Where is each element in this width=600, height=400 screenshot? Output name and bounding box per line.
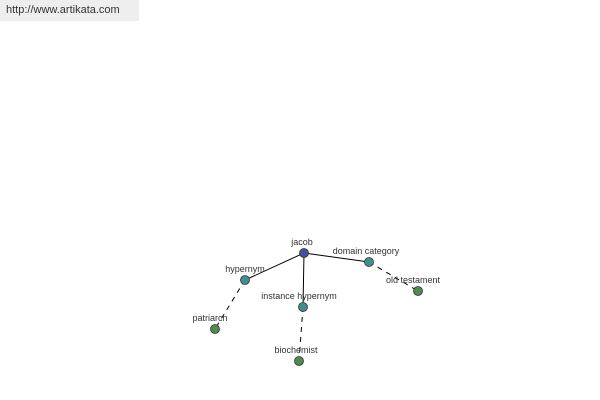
node-label-domain-category: domain category (333, 246, 400, 256)
node-label-biochemist: biochemist (274, 345, 318, 355)
edge-jacob-to-hypernym (244, 252, 305, 281)
node-domain-category[interactable] (364, 257, 374, 267)
node-label-patriarch: patriarch (192, 313, 227, 323)
node-label-old-testament: old testament (386, 275, 441, 285)
node-label-hypernym: hypernym (225, 264, 265, 274)
node-old-testament[interactable] (413, 286, 423, 296)
node-biochemist[interactable] (294, 356, 304, 366)
node-instance-hypernym[interactable] (298, 302, 308, 312)
labels-layer: jacob hypernym instance hypernym domain cat… (192, 237, 440, 355)
node-label-instance-hypernym: instance hypernym (261, 291, 337, 301)
node-label-jacob: jacob (290, 237, 313, 247)
node-patriarch[interactable] (210, 324, 220, 334)
edge-jacob-to-domain-category (303, 252, 370, 263)
node-hypernym[interactable] (240, 275, 250, 285)
nodes-layer (210, 248, 423, 366)
edge-jacob-to-instance-hypernym (302, 252, 305, 308)
edges-layer (214, 252, 419, 362)
site-url-link[interactable]: http://www.artikata.com (0, 0, 139, 21)
node-jacob[interactable] (299, 248, 309, 258)
